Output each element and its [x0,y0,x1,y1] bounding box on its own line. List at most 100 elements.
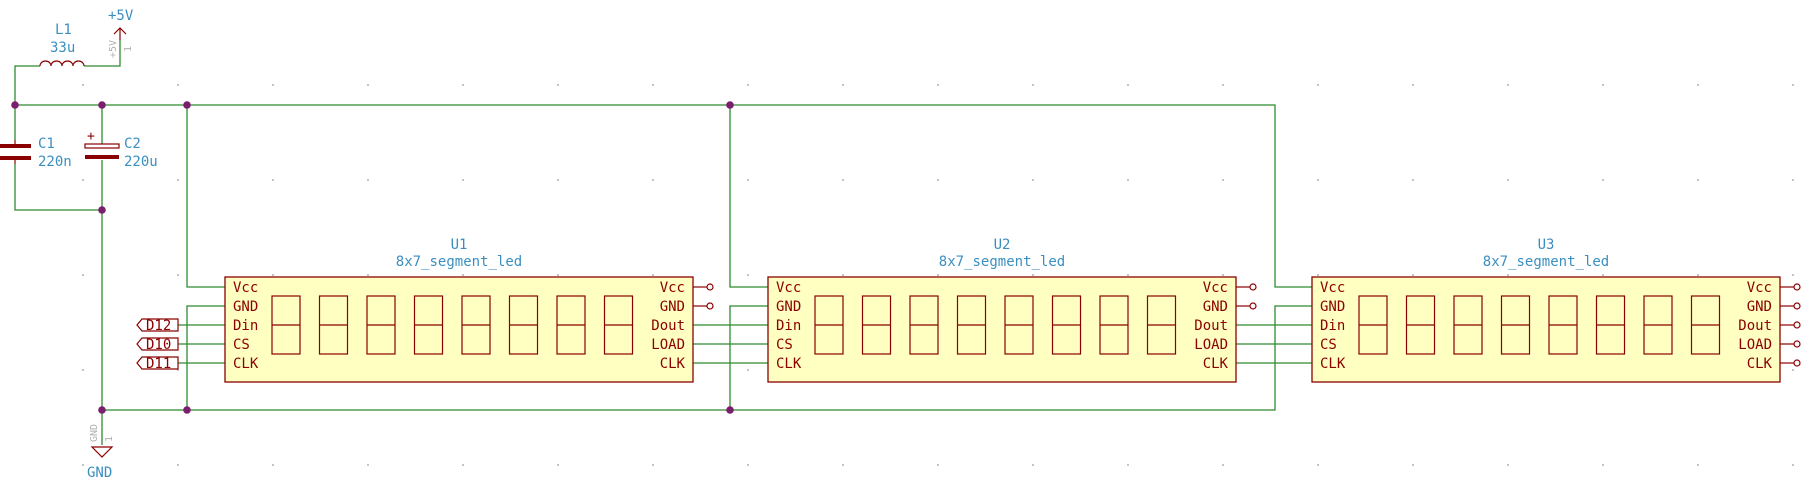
pin-right-label: Vcc [1203,280,1228,296]
gnd-pin-tiny-num: 1 [104,436,115,442]
grid-dot [462,464,464,466]
pin-left-label: Din [776,318,801,334]
grid-dot [1222,179,1224,181]
grid-dot [1222,464,1224,466]
input-label-d11-text: D11 [146,356,171,372]
pin-open-end[interactable] [1249,283,1257,291]
grid-dot [272,464,274,466]
pin-open-end[interactable] [1793,359,1801,367]
grid-dot [1412,179,1414,181]
pin-left-label: Din [233,318,258,334]
wire-inductor-left [14,65,40,105]
grid-dot [1032,274,1034,276]
grid-dot [1412,84,1414,86]
wire-vcc-u1 [186,105,225,288]
grid-dot [652,84,654,86]
grid-dot [82,179,84,181]
junction-dot [98,206,106,214]
seven-segment-digit [1051,295,1082,355]
seven-segment-digit [1405,295,1436,355]
input-label-d12[interactable]: D12 [136,318,179,334]
grid-dot [1602,84,1604,86]
pin-open-end[interactable] [1793,283,1801,291]
grid-dot [557,84,559,86]
pin-open-end[interactable] [706,302,714,310]
junction-dot [726,101,734,109]
grid-dot [652,464,654,466]
grid-dot [1792,84,1794,86]
grid-dot [1792,179,1794,181]
wires [14,40,1312,445]
grid-dot [937,464,939,466]
grid-dot [1317,274,1319,276]
module-value: 8x7_segment_led [1483,254,1609,270]
grid-dot [1412,274,1414,276]
module-ref: U3 [1538,237,1555,253]
seven-segment-digit [1548,295,1578,355]
grid-dot [747,464,749,466]
capacitor-c1: C1 220n [0,136,72,170]
grid-dot [1792,369,1794,371]
grid-dot [1602,274,1604,276]
led-module-u2[interactable]: U28x7_segment_ledVccGNDDinCSCLKVccGNDDou… [767,237,1257,383]
pin-left-label: CS [233,337,250,353]
grid-dot [557,274,559,276]
grid-dot [747,84,749,86]
grid-dot [1602,179,1604,181]
grid-dot [1032,179,1034,181]
pin-left-label: CLK [1320,356,1346,372]
seven-segment-digit [1500,295,1531,355]
grid-dot [557,179,559,181]
pin-open-end[interactable] [1793,302,1801,310]
grid-dot [1412,464,1414,466]
pin-open-end[interactable] [1793,321,1801,329]
wire-gnd-rail [102,305,1312,411]
grid-dots [82,84,1794,466]
wire-vcc-rail [15,104,1312,288]
grid-dot [1032,84,1034,86]
grid-dot [1317,179,1319,181]
c1-ref: C1 [38,136,55,152]
pin-open-end[interactable] [1249,302,1257,310]
grid-dot [937,179,939,181]
pin-left-label: Vcc [1320,280,1345,296]
grid-dot [462,84,464,86]
wire-c1-bottom [14,164,102,211]
grid-dot [177,84,179,86]
grid-dot [557,464,559,466]
junction-dot [98,406,106,414]
vcc-pin-tiny: +5V [108,40,119,58]
pin-open-end[interactable] [1793,340,1801,348]
grid-dot [842,84,844,86]
c2-polarity: + [87,129,95,144]
grid-dot [1507,179,1509,181]
inductor-value: 33u [50,40,75,56]
grid-dot [747,179,749,181]
seven-segment-digit [861,295,892,355]
grid-dot [842,464,844,466]
seven-segment-digit [508,295,539,355]
pin-right-label: CLK [660,356,686,372]
pin-right-label: Dout [651,318,685,334]
grid-dot [1127,179,1129,181]
vcc-label: +5V [108,8,134,24]
gnd-label: GND [87,465,112,481]
led-module-u3[interactable]: U38x7_segment_ledVccGNDDinCSCLKVccGNDDou… [1311,237,1801,383]
grid-dot [1697,464,1699,466]
pin-right-label: LOAD [1738,337,1772,353]
grid-dot [937,274,939,276]
grid-dot [272,84,274,86]
module-body [767,276,1237,383]
grid-dot [177,274,179,276]
input-label-d10[interactable]: D10 [136,337,179,353]
input-label-d11[interactable]: D11 [136,356,179,372]
led-module-u1[interactable]: U18x7_segment_ledVccGNDDinCSCLKVccGNDDou… [224,237,714,383]
module-body [224,276,694,383]
grid-dot [82,464,84,466]
grid-dot [1317,84,1319,86]
grid-dot [1507,464,1509,466]
pin-left-label: CLK [233,356,259,372]
c2-value: 220u [124,154,158,170]
pin-open-end[interactable] [706,283,714,291]
module-ref: U1 [451,237,468,253]
